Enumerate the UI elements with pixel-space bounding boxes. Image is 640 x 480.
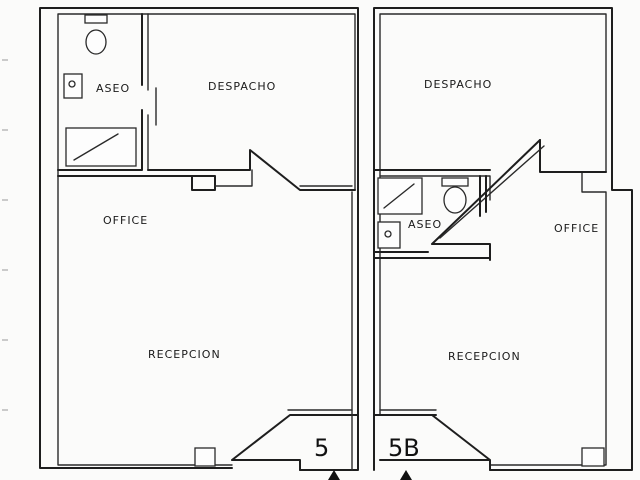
toilet-icon [441, 177, 469, 214]
unit-5-recepcion-label: RECEPCION [148, 348, 221, 361]
unit-5b: DESPACHO ASEO OFFICE RECEPCION 5B [373, 7, 633, 480]
unit-5b-entrance-walls [373, 414, 491, 471]
unit-5b-despacho-wall [373, 139, 607, 173]
unit-5-despacho-wall-inner [214, 169, 353, 187]
unit-5-despacho-wall [57, 149, 356, 191]
unit-5-outer-wall [39, 7, 359, 469]
unit-5-right-wall [299, 189, 359, 471]
up-arrow-icon [400, 470, 412, 480]
unit-5b-number: 5B [388, 434, 420, 462]
shower-icon [377, 177, 423, 215]
unit-5-column [194, 447, 216, 467]
unit-5-despacho-label: DESPACHO [208, 80, 276, 93]
toilet-icon [84, 14, 108, 55]
unit-5-aseo-label: ASEO [96, 82, 130, 95]
unit-5b-office-label: OFFICE [554, 222, 599, 235]
unit-5b-outer-wall [373, 7, 633, 471]
unit-5b-despacho-wall-inner [379, 175, 491, 201]
unit-5-entrance-walls [231, 414, 301, 471]
unit-5b-inner-wall-line [379, 13, 607, 466]
unit-5-bath-wall [57, 13, 143, 171]
margin-ticks [2, 59, 8, 411]
unit-5b-bath-wall [373, 175, 491, 259]
up-arrow-icon [328, 470, 340, 480]
unit-5-office-label: OFFICE [103, 214, 148, 227]
sink-icon [377, 221, 401, 249]
unit-5-number: 5 [314, 434, 329, 462]
unit-5b-aseo-label: ASEO [408, 218, 442, 231]
shower-icon [65, 127, 137, 167]
unit-5b-despacho-label: DESPACHO [424, 78, 492, 91]
unit-5b-angled-door-inner [439, 145, 545, 239]
sink-icon [63, 73, 83, 99]
unit-5: ASEO DESPACHO OFFICE RECEPCION 5 [39, 7, 359, 480]
unit-5-inner-wall-line [57, 13, 356, 466]
unit-5b-recepcion-label: RECEPCION [448, 350, 521, 363]
unit-5b-column [581, 447, 605, 467]
